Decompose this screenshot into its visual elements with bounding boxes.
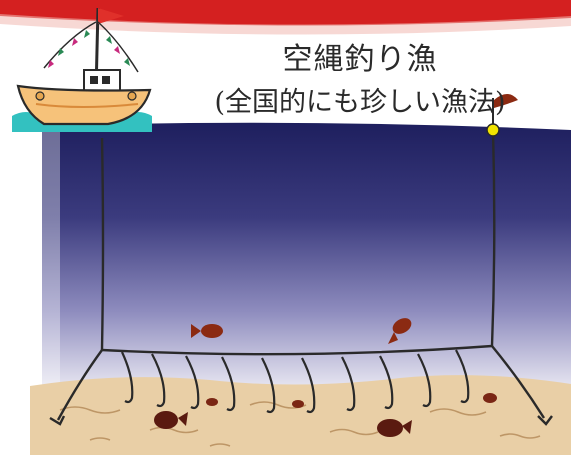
main-longline: [101, 344, 493, 356]
header-shade: [0, 14, 571, 35]
right-vertical-line: [490, 129, 496, 347]
anchor-icon: [49, 415, 553, 426]
flag-icon: [494, 94, 518, 108]
fish-icon: [191, 318, 412, 344]
left-anchor-line: [56, 349, 103, 421]
sea: [42, 122, 571, 393]
sea-left-fade: [30, 126, 60, 396]
header-band: [0, 0, 571, 26]
boat-icon: [12, 7, 152, 132]
branch-lines: [121, 349, 470, 414]
buoy-icon: [486, 98, 500, 137]
diagram-subtitle: (全国的にも珍しい漁法): [214, 87, 506, 118]
right-anchor-line: [491, 345, 546, 419]
seabed: [30, 375, 571, 455]
diagram-title: 空縄釣り漁: [282, 42, 438, 77]
left-vertical-line: [100, 137, 105, 351]
hooked-fish: [154, 393, 497, 437]
seabed-texture: [59, 401, 541, 447]
